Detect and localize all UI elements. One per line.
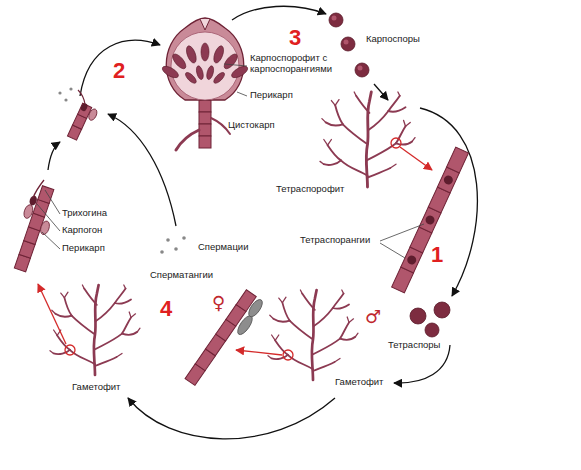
stage-number: 4 (160, 298, 172, 320)
part-label: Перикарп (62, 243, 105, 254)
part-label: Цистокарп (228, 120, 275, 131)
leader-lines (380, 224, 424, 258)
leader-lines (37, 190, 60, 249)
stage-number: 1 (431, 244, 443, 266)
sex-symbol: ♂ (365, 308, 381, 326)
part-label: Карпогон (62, 225, 102, 236)
part-label: Тетраспоры (388, 340, 440, 351)
part-label: Карпоспоры (366, 34, 420, 45)
stage-number: 2 (113, 60, 125, 82)
tetrasporangia-filament (392, 147, 469, 293)
cystocarp-drawing (161, 18, 250, 150)
female-gametophyte-thallus (50, 285, 140, 375)
part-label: Гаметофит (335, 377, 383, 388)
stage-number: 3 (289, 27, 301, 49)
spermatia-dots (58, 87, 185, 253)
carpospore-centres (332, 16, 363, 71)
part-label: Спермации (198, 242, 248, 253)
part-label: Трихогина (62, 208, 107, 219)
sex-symbol: ♀ (212, 294, 225, 312)
fertilisation-filament (67, 102, 98, 143)
part-label: Перикарп (250, 90, 293, 101)
part-label: Тетраспорофит (276, 184, 344, 195)
trichogyne (78, 90, 85, 104)
part-label: Карпоспорофит с карпоспорангиями (250, 53, 346, 75)
trichogyne (33, 180, 44, 198)
carpospores (329, 13, 369, 77)
zoom-callouts (38, 138, 432, 360)
tetrasporophyte-thallus (320, 92, 415, 187)
male-gametophyte-thallus (268, 290, 358, 380)
spermatangia-filament (185, 290, 266, 392)
part-label: Тетраспорангии (300, 235, 370, 246)
cycle-arrows (48, 6, 477, 439)
part-label: Гаметофит (72, 382, 120, 393)
tetraspores (410, 302, 450, 337)
part-label: Сперматангии (150, 270, 213, 281)
